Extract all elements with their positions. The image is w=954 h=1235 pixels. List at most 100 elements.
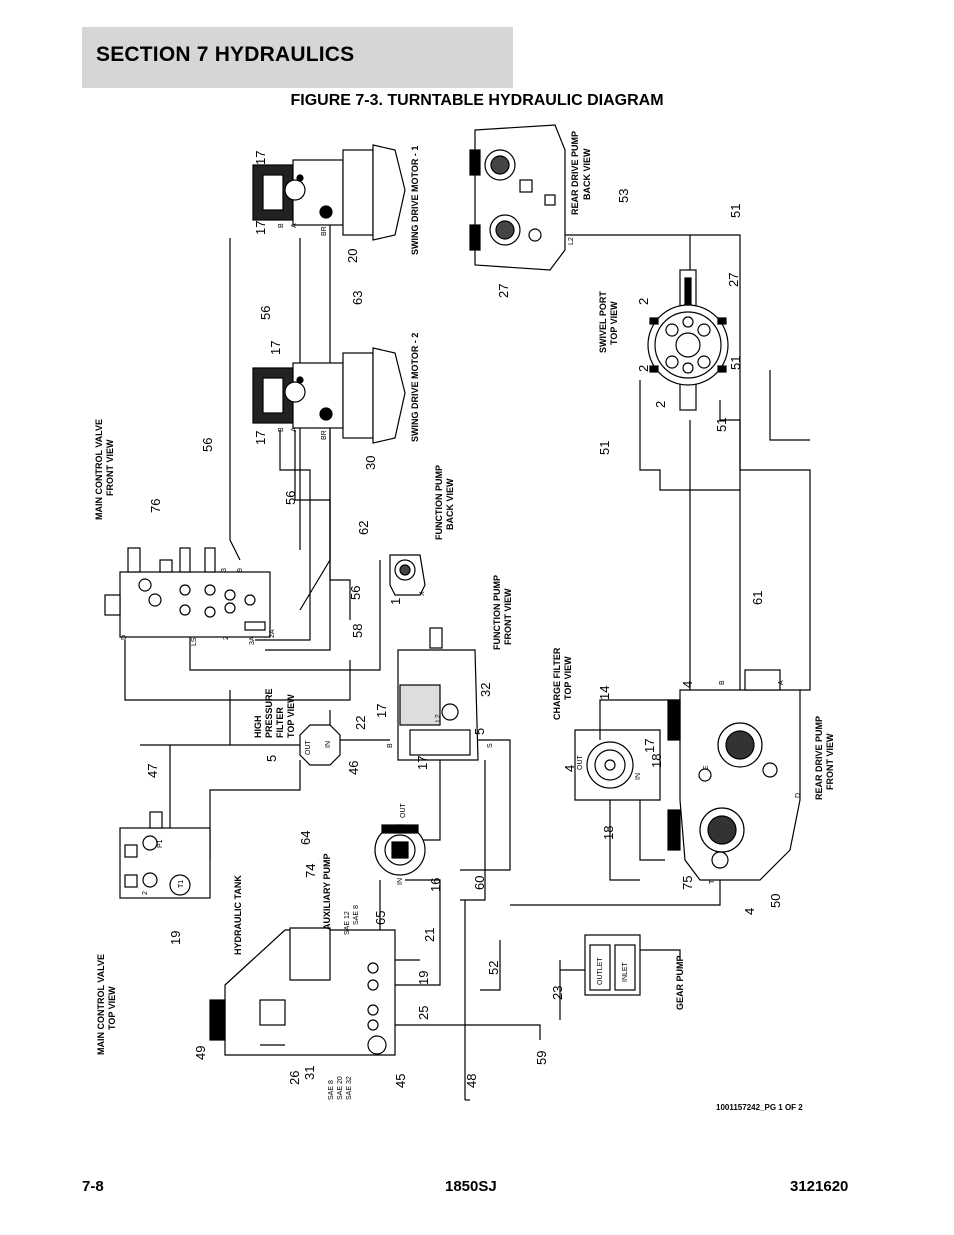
callout: 45 [393, 1074, 408, 1088]
callout: 5 [472, 728, 487, 735]
label-mcv-top-2: TOP VIEW [107, 986, 117, 1030]
callout: 51 [597, 441, 612, 455]
callout: 2 [636, 365, 651, 372]
port-ls: LS [191, 637, 198, 646]
callout: 59 [534, 1051, 549, 1065]
port-p2: 2 [142, 891, 149, 895]
port-labels: OUT IN OUT IN OUT IN OUTLET INLET SAE 12… [121, 223, 802, 1100]
port-s-fp: S [487, 743, 494, 748]
port-3: 3 [221, 568, 228, 572]
callout: 65 [373, 911, 388, 925]
main-control-valve-top-view [119, 811, 211, 899]
callout: 47 [145, 764, 160, 778]
label-gear-pump: GEAR PUMP [675, 955, 685, 1010]
callout: 75 [680, 876, 695, 890]
swing-drive-motor-1 [252, 144, 406, 241]
callout: 50 [768, 894, 783, 908]
port-sae32: SAE 32 [346, 1076, 353, 1100]
label-swing-motor-2: SWING DRIVE MOTOR - 2 [410, 333, 420, 442]
label-charge-filter-1: CHARGE FILTER [552, 647, 562, 720]
swivel-port-top-view [647, 269, 729, 411]
callout: 4 [562, 765, 577, 772]
rear-drive-pump-back-view [469, 124, 566, 271]
label-hp-filter-4: TOP VIEW [286, 694, 296, 738]
charge-filter [586, 741, 634, 789]
drawing-reference: 1001157242_PG 1 OF 2 [716, 1103, 803, 1112]
label-swing-motor-1: SWING DRIVE MOTOR - 1 [410, 146, 420, 255]
callout: 18 [601, 826, 616, 840]
swing-drive-motor-2 [252, 347, 406, 444]
label-hydraulic-tank: HYDRAULIC TANK [233, 875, 243, 955]
callout: 2 [636, 298, 651, 305]
port-sae8b: SAE 8 [328, 1080, 335, 1100]
callout-numbers: 17 17 20 63 56 17 17 30 56 62 56 1 58 76… [145, 151, 783, 1088]
port-l2-fp: L2 [435, 714, 442, 722]
callout: 16 [428, 878, 443, 892]
port-a-m1: A [291, 223, 298, 228]
callout: 14 [597, 686, 612, 700]
port-2a: 2A [269, 629, 276, 638]
port-3a: 3A [249, 636, 256, 645]
label-rdp-front-1: REAR DRIVE PUMP [814, 716, 824, 800]
callout: 46 [346, 761, 361, 775]
label-fp-back-1: FUNCTION PUMP [434, 465, 444, 540]
label-mcv-top-1: MAIN CONTROL VALVE [96, 954, 106, 1055]
callout: 56 [348, 586, 363, 600]
port-t-rdp: T [709, 879, 716, 884]
port-e-rdp: E [703, 765, 710, 770]
port-2: 2 [223, 636, 230, 640]
port-out-aux: OUT [400, 803, 407, 819]
callout: 76 [148, 499, 163, 513]
label-hp-filter-1: HIGH [253, 716, 263, 739]
function-pump-back-view [389, 554, 426, 596]
callout: 19 [168, 931, 183, 945]
callout: 63 [350, 291, 365, 305]
port-a-rdp: A [778, 680, 785, 685]
label-fp-front-2: FRONT VIEW [503, 588, 513, 645]
callout: 56 [283, 491, 298, 505]
callout: 58 [350, 624, 365, 638]
port-b-m2: B [278, 427, 285, 432]
hydraulic-tank [209, 927, 396, 1056]
label-mcv-front-2: FRONT VIEW [105, 439, 115, 496]
callout: 2 [653, 401, 668, 408]
component-labels: SWING DRIVE MOTOR - 1 SWING DRIVE MOTOR … [94, 131, 835, 1055]
label-rdp-front-2: FRONT VIEW [825, 733, 835, 790]
label-fp-front-1: FUNCTION PUMP [492, 575, 502, 650]
callout: 56 [258, 306, 273, 320]
port-t1: T1 [178, 880, 185, 888]
port-l2-back: L2 [568, 237, 575, 245]
main-control-valve-front-view [104, 547, 271, 638]
callout: 22 [353, 716, 368, 730]
port-p1: P1 [157, 839, 164, 848]
section-title: SECTION 7 HYDRAULICS [96, 43, 355, 66]
port-out-hp: OUT [305, 740, 312, 756]
section-banner: SECTION 7 HYDRAULICS [82, 27, 513, 88]
port-out-charge: OUT [577, 755, 584, 771]
port-a-m2: A [291, 427, 298, 432]
callout: 18 [649, 754, 664, 768]
auxiliary-pump [374, 824, 426, 876]
port-b-rdp: B [719, 680, 726, 685]
callout: 4 [680, 681, 695, 688]
callout: 62 [356, 521, 371, 535]
label-rear-pump-back-1: REAR DRIVE PUMP [570, 131, 580, 215]
callout: 53 [616, 189, 631, 203]
callout: 17 [253, 431, 268, 445]
callout: 64 [298, 831, 313, 845]
callout: 19 [416, 971, 431, 985]
label-hp-filter-2: PRESSURE [264, 688, 274, 738]
page-number: 7-8 [82, 1178, 104, 1195]
port-b-fp: B [387, 743, 394, 748]
label-mcv-front-1: MAIN CONTROL VALVE [94, 419, 104, 520]
label-aux-pump: AUXILIARY PUMP [322, 853, 332, 930]
label-fp-back-2: BACK VIEW [445, 478, 455, 530]
port-d-rdp: D [795, 793, 802, 798]
callout: 1 [388, 598, 403, 605]
label-swivel-1: SWIVEL PORT [598, 291, 608, 353]
callout: 26 [287, 1071, 302, 1085]
port-br-m1: BR [321, 226, 328, 236]
callout: 51 [728, 204, 743, 218]
port-in-hp: IN [325, 741, 332, 748]
